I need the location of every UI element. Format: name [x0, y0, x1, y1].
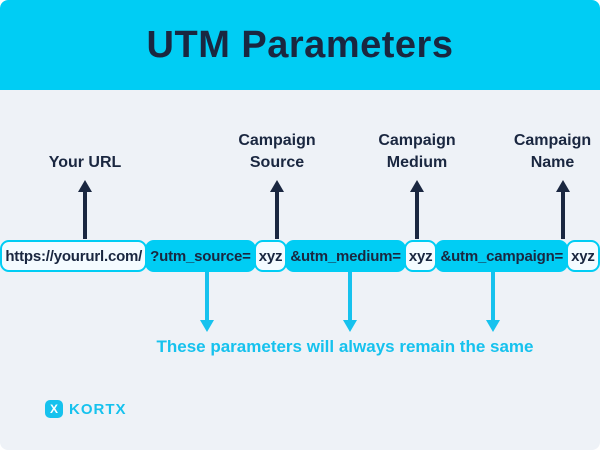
arrowhead-icon: [343, 320, 357, 332]
arrow-shaft: [491, 272, 495, 320]
header-banner: UTM Parameters: [0, 0, 600, 90]
arrowhead-icon: [200, 320, 214, 332]
up-arrow-campaign-medium-icon: [410, 180, 424, 239]
kortx-logo: X KORTX: [45, 400, 127, 418]
arrow-shaft: [83, 192, 87, 239]
down-arrow-utm-campaign-icon: [486, 272, 500, 332]
arrow-shaft: [275, 192, 279, 239]
arrow-shaft: [348, 272, 352, 320]
label-campaign-source: Campaign Source: [238, 132, 316, 171]
up-arrow-campaign-name-icon: [556, 180, 570, 239]
arrow-shaft: [561, 192, 565, 239]
url-segment-source-value: xyz: [253, 240, 288, 272]
kortx-brand-name: KORTX: [69, 400, 127, 418]
arrowhead-icon: [270, 180, 284, 192]
url-segment-campaign-value: xyz: [566, 240, 600, 272]
arrow-shaft: [415, 192, 419, 239]
arrowhead-icon: [78, 180, 92, 192]
arrowhead-icon: [556, 180, 570, 192]
down-arrow-utm-medium-icon: [343, 272, 357, 332]
url-segment-base-url: https://yoururl.com/: [0, 240, 148, 272]
url-segment-utm-campaign-param: &utm_campaign=: [435, 240, 569, 272]
down-arrow-utm-source-icon: [200, 272, 214, 332]
label-campaign-name: Campaign Name: [513, 132, 592, 171]
arrow-shaft: [205, 272, 209, 320]
label-campaign-medium: Campaign Medium: [378, 132, 456, 171]
label-your-url: Your URL: [48, 154, 122, 171]
url-bar: https://yoururl.com/ ?utm_source= xyz &u…: [0, 240, 600, 272]
kortx-logo-icon: X: [45, 400, 63, 418]
arrowhead-icon: [410, 180, 424, 192]
up-arrow-your-url-icon: [78, 180, 92, 239]
up-arrow-campaign-source-icon: [270, 180, 284, 239]
arrowhead-icon: [486, 320, 500, 332]
url-segment-utm-medium-param: &utm_medium=: [285, 240, 406, 272]
url-segment-medium-value: xyz: [403, 240, 438, 272]
url-segment-utm-source-param: ?utm_source=: [145, 240, 256, 272]
page-title: UTM Parameters: [146, 23, 454, 66]
footnote-text: These parameters will always remain the …: [156, 337, 534, 356]
